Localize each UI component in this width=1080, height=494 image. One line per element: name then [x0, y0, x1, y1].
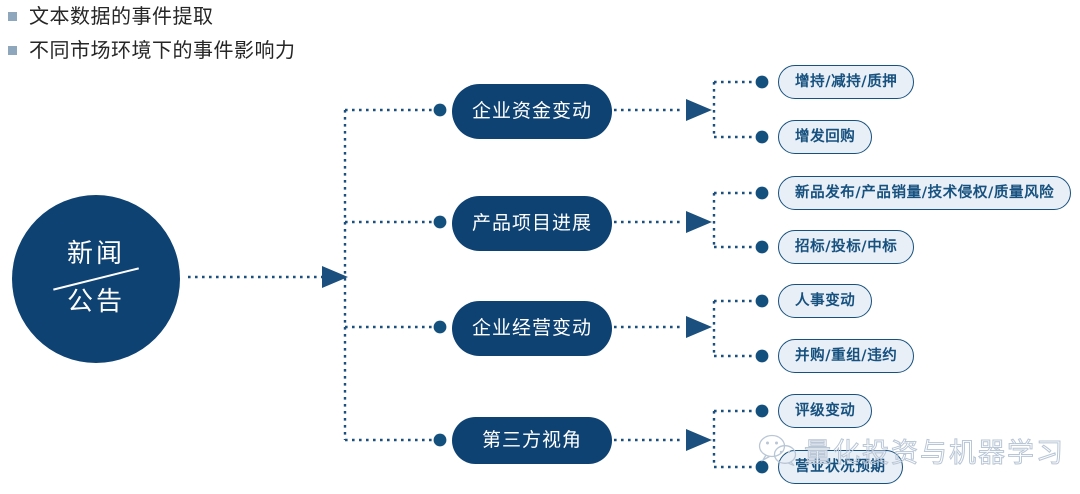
bullet-item-1: 不同市场环境下的事件影响力 — [8, 40, 296, 60]
leaf-node-2-0[interactable]: 人事变动 — [778, 284, 873, 318]
square-bullet-icon — [8, 45, 17, 55]
leaf-node-3-1[interactable]: 营业状况预期 — [778, 450, 903, 484]
leaf-node-label: 并购/重组/违约 — [795, 347, 898, 364]
branch-node-label: 企业经营变动 — [471, 316, 592, 339]
leaf-node-label: 增持/减持/质押 — [795, 73, 898, 90]
leaf-node-label: 新品发布/产品销量/技术侵权/质量风险 — [795, 184, 1055, 201]
leaf-node-label: 营业状况预期 — [795, 458, 886, 475]
leaf-node-1-1[interactable]: 招标/投标/中标 — [778, 230, 915, 264]
leaf-node-0-0[interactable]: 增持/减持/质押 — [778, 65, 915, 99]
leaf-node-3-0[interactable]: 评级变动 — [778, 394, 873, 428]
bullet-item-0: 文本数据的事件提取 — [8, 6, 214, 26]
branch-node-3[interactable]: 第三方视角 — [452, 417, 612, 464]
source-node-circle[interactable]: 新闻 公告 — [12, 195, 180, 363]
source-node-line1: 新闻 — [66, 239, 125, 270]
leaf-node-1-0[interactable]: 新品发布/产品销量/技术侵权/质量风险 — [778, 176, 1072, 210]
branch-node-label: 产品项目进展 — [471, 211, 592, 234]
branch-node-label: 企业资金变动 — [471, 99, 592, 122]
leaf-node-label: 评级变动 — [795, 402, 856, 419]
bullet-label: 文本数据的事件提取 — [29, 4, 214, 28]
branch-node-label: 第三方视角 — [481, 428, 582, 451]
branch-node-1[interactable]: 产品项目进展 — [452, 196, 612, 251]
source-node-line2: 公告 — [66, 287, 125, 317]
bullet-label: 不同市场环境下的事件影响力 — [29, 38, 296, 62]
branch-node-2[interactable]: 企业经营变动 — [452, 301, 612, 356]
leaf-node-label: 人事变动 — [795, 292, 856, 309]
leaf-node-0-1[interactable]: 增发回购 — [778, 120, 873, 154]
leaf-node-label: 招标/投标/中标 — [795, 238, 898, 255]
square-bullet-icon — [8, 11, 17, 21]
leaf-node-2-1[interactable]: 并购/重组/违约 — [778, 339, 915, 373]
branch-node-0[interactable]: 企业资金变动 — [452, 84, 612, 139]
leaf-node-label: 增发回购 — [795, 128, 856, 145]
